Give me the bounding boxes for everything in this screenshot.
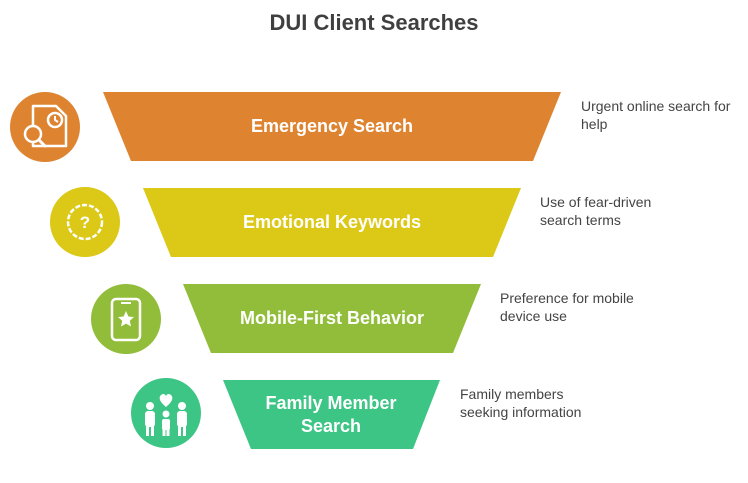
diagram-title: DUI Client Searches [269,10,479,35]
family-heart-icon [131,378,201,448]
stage-description-family-member-search: Family members seeking information [460,386,582,420]
question-bubble-icon: ? [50,187,120,257]
stage-description-emotional-keywords: Use of fear-driven search terms [540,194,652,228]
search-document-clock-icon [10,92,80,162]
mobile-star-icon [91,284,161,354]
stage-description-emergency-search: Urgent online search for help [581,98,731,132]
funnel-segment-emergency-search [103,92,561,161]
svg-text:?: ? [80,213,90,232]
funnel-segment-family-member-search [223,380,440,449]
stage-description-mobile-first-behavior: Preference for mobile device use [500,290,634,324]
stage-label-family-member-search: Family Member Search [265,392,397,436]
funnel-segment-emotional-keywords [143,188,521,257]
funnel-segment-mobile-first-behavior [183,284,481,353]
stage-label-mobile-first-behavior: Mobile-First Behavior [239,308,425,328]
stage-label-emergency-search: Emergency Search [250,116,414,136]
stage-label-emotional-keywords: Emotional Keywords [242,212,422,232]
